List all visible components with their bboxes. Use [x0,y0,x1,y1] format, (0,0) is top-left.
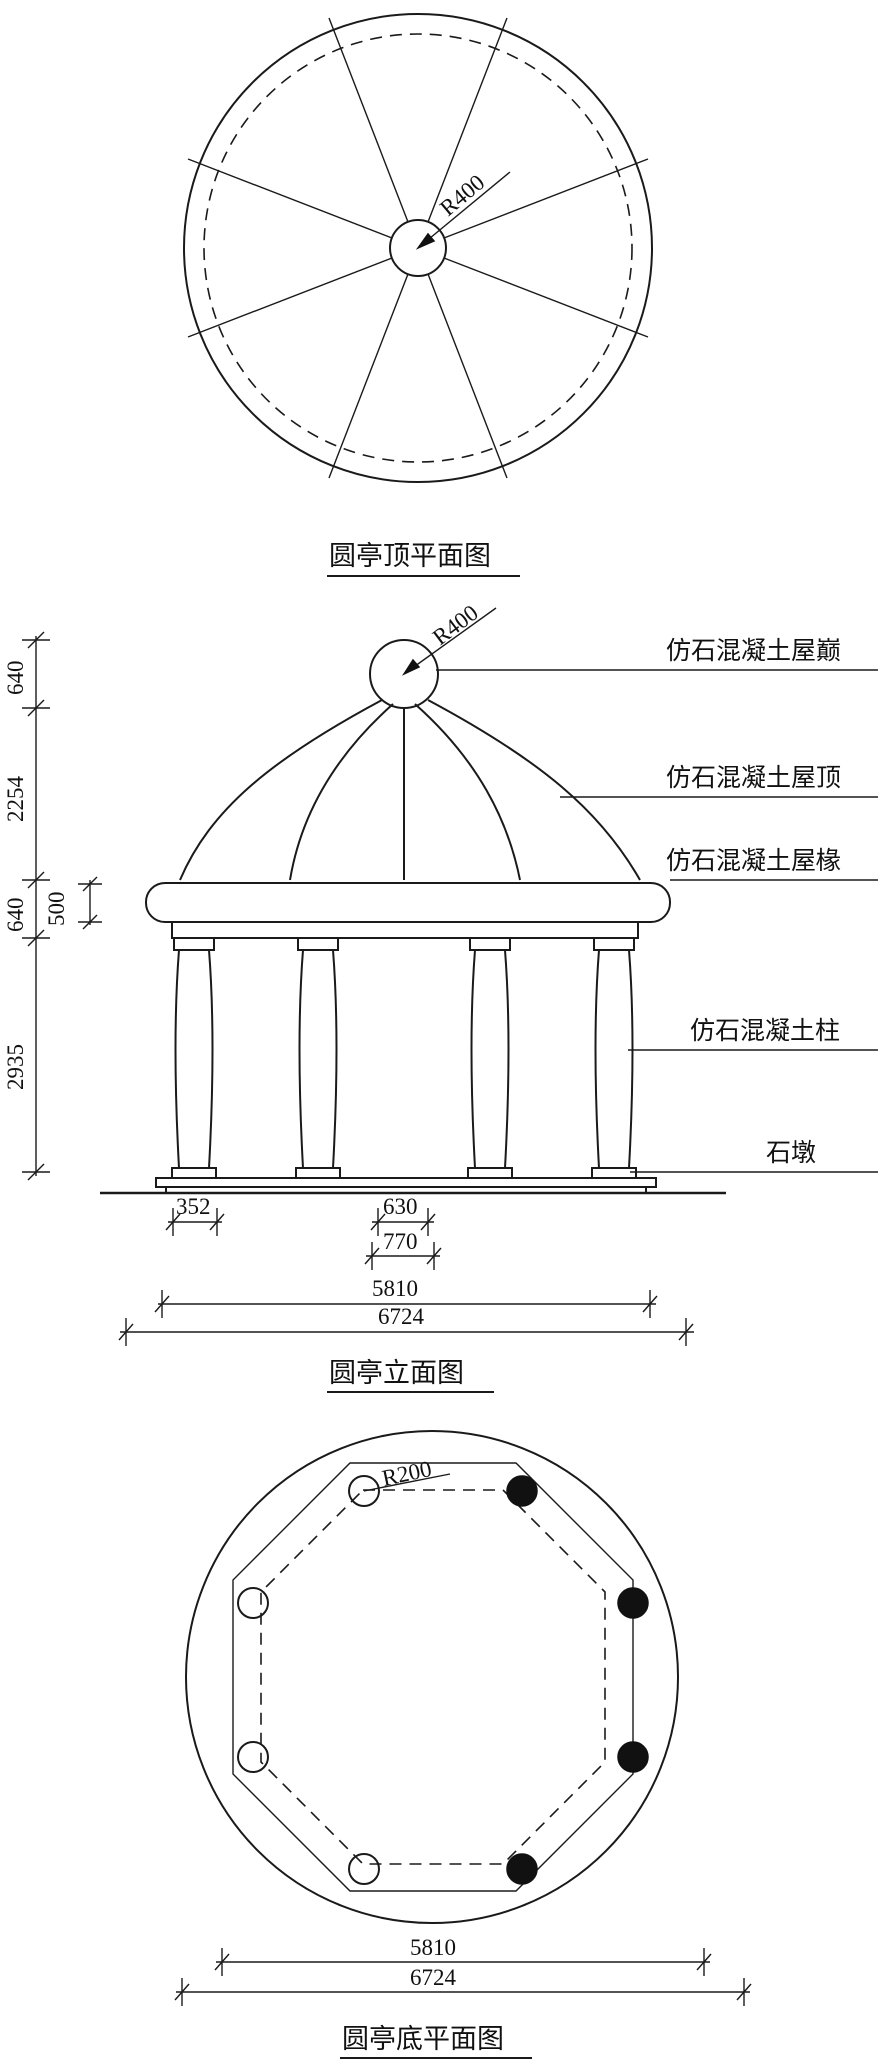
dim-500: 500 [44,892,69,927]
vertical-dimensions [22,631,102,1181]
roof-rib-lines [187,17,649,479]
dim-5810: 5810 [372,1276,418,1301]
radius-label-top: R400 [435,170,489,221]
column-open [348,1853,380,1885]
dim-770: 770 [383,1229,418,1254]
base-plan-title: 圆亭底平面图 [342,2024,504,2055]
dim-352: 352 [176,1194,211,1219]
label-pier: 石墩 [766,1138,816,1167]
radius-label-base: R200 [380,1456,434,1491]
column-open [237,1741,269,1773]
base-dim-6724: 6724 [410,1965,457,1990]
dim-2935: 2935 [3,1044,28,1090]
elev-columns [171,937,637,1179]
column-open [348,1475,380,1507]
top-plan-title: 圆亭顶平面图 [329,541,491,572]
dim-640-top: 640 [3,661,28,696]
dim-6724: 6724 [378,1304,425,1329]
base-plan-view: R200 5810 6724 圆亭底平面图 [174,1430,752,2059]
column-filled [617,1587,649,1619]
dim-630: 630 [383,1194,418,1219]
elev-column [171,937,217,1179]
radius-arrow-top [415,232,436,250]
base-column-positions [237,1475,649,1885]
roof-outline-circle [183,13,653,483]
horizontal-dimensions [118,1208,694,1346]
label-finial: 仿石混凝土屋巅 [666,636,841,665]
base-outer-octagon [232,1462,634,1892]
base-dim-5810: 5810 [410,1935,456,1960]
base-outline-circle [185,1430,679,1924]
label-column: 仿石混凝土柱 [690,1016,840,1045]
elev-base-platform [155,1177,657,1188]
elev-column [467,937,513,1179]
elev-column [295,937,341,1179]
base-inner-octagon [260,1489,606,1865]
dim-2254: 2254 [3,776,28,823]
dim-640-mid: 640 [3,898,28,933]
finial-circle [389,219,447,277]
elev-eave [145,882,671,923]
radius-arrow-elev [401,658,421,676]
radius-leader-base [363,1473,451,1492]
label-rafter: 仿石混凝土屋椽 [666,846,841,875]
radius-label-elev: R400 [428,600,483,650]
base-dimensions [174,1948,752,2006]
radius-leader-elev [403,607,497,675]
column-filled [506,1853,538,1885]
elevation-view: R400 [3,600,878,1393]
column-filled [506,1475,538,1507]
radius-leader-top [417,171,511,249]
column-open [237,1587,269,1619]
eave-dashed-circle [203,33,633,463]
elev-column [591,937,637,1179]
label-roof: 仿石混凝土屋顶 [666,763,841,792]
elev-beam [171,921,639,939]
top-plan-view: R400 圆亭顶平面图 [183,13,653,577]
column-filled [617,1741,649,1773]
elev-dome [179,699,641,881]
elevation-title: 圆亭立面图 [329,1358,464,1389]
